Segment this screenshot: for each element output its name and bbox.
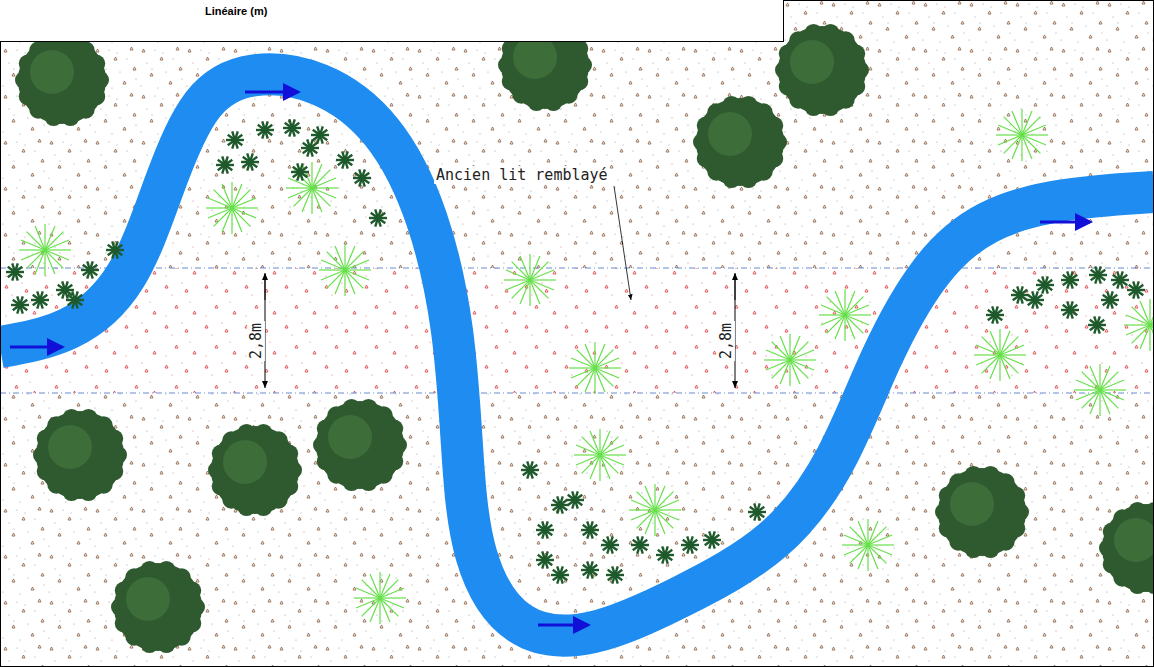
river [0,74,1154,635]
shrub [354,572,406,624]
bush [226,131,244,148]
bush [748,503,766,520]
tree [693,96,787,188]
tree [313,399,407,491]
callout-text: Ancien lit remblayé [434,166,610,184]
bush [1061,271,1079,288]
shrub [206,182,258,234]
shrub [842,519,894,571]
shrub [819,289,871,341]
shrub [996,109,1048,161]
bush [301,139,319,156]
shrub [1074,364,1126,416]
tree [1099,502,1154,594]
bush [536,521,554,538]
tree [111,561,205,653]
bush [369,209,387,226]
bush [336,151,354,168]
bush [581,521,599,538]
bush [536,551,554,568]
bush [31,291,49,308]
shrub [629,484,681,536]
bush [11,296,29,313]
shrub [764,334,816,386]
flow-arrow [245,91,298,94]
tree [775,24,869,116]
bush [1089,266,1107,283]
bush [283,119,301,136]
tree [15,34,109,126]
shrub [504,254,556,306]
bush [1026,291,1044,308]
bush [681,536,699,553]
dimension-text: 2,8m [717,321,735,361]
flow-arrow [1040,221,1090,224]
bush [1088,316,1106,333]
bush [1111,271,1129,288]
bush [353,169,371,186]
shrub [569,342,621,394]
bush [986,306,1004,323]
bush [521,461,539,478]
bush [703,531,721,548]
bush [1036,276,1054,293]
bush [256,121,274,138]
flow-arrow [10,346,62,349]
bush [601,536,619,553]
header-text: Linéaire (m) [205,5,267,17]
tree [935,466,1029,558]
bush [106,241,124,258]
bush [551,566,569,583]
bush [66,291,84,308]
bush [216,156,234,173]
bush [311,126,329,143]
bush [656,546,674,563]
shrub [1124,299,1154,351]
shrub [19,224,71,276]
shrub [319,244,371,296]
bush [291,163,309,180]
bush [241,153,259,170]
shrub [574,429,626,481]
shrub [286,162,338,214]
bush [581,561,599,578]
bush [1101,291,1119,308]
bush [1061,301,1079,318]
shrub [974,329,1026,381]
bush [6,263,24,280]
bush [631,536,649,553]
tree [33,409,127,501]
bush [1127,281,1145,298]
tree [208,424,302,516]
header-box: Linéaire (m) [0,0,784,42]
flow-arrow [538,624,588,627]
bush [566,491,584,508]
bush [606,566,624,583]
dimension-text: 2,8m [247,321,265,361]
bush [81,261,99,278]
